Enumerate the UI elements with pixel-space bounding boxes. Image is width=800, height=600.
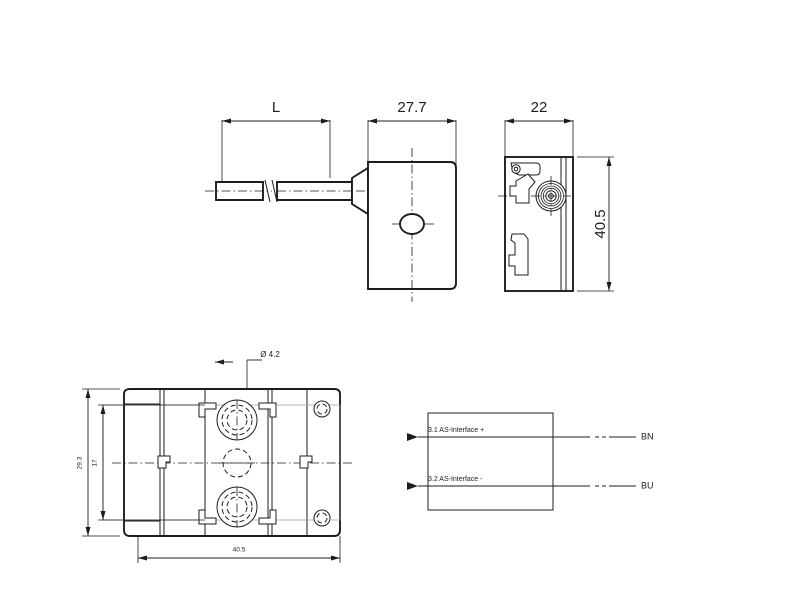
- dimension-label-27-7: 27.7: [397, 99, 426, 116]
- plan-latch-left: [157, 455, 171, 469]
- dimension-label-40-5: 40.5: [592, 209, 609, 238]
- dimension-plan-width: 40.5: [137, 536, 341, 563]
- wiring-connection-2: 3.2 AS-Interface - BU: [407, 476, 654, 490]
- plan-mounting-hole-top: [198, 399, 277, 441]
- dimension-17: 17: [92, 404, 205, 521]
- view-wiring-diagram: 3.1 AS-Interface + BN 3.2 AS-Interface -…: [407, 412, 654, 511]
- front-mounting-hole: [399, 213, 425, 235]
- dimension-22: 22: [504, 99, 574, 158]
- side-internal-upper-mechanism: [509, 162, 541, 204]
- wiring-module-box: [427, 412, 554, 511]
- plan-corner-boss-bottom-right: [313, 509, 331, 527]
- cable-right-segment: [276, 181, 360, 201]
- cable-left-segment: [205, 181, 272, 201]
- dimension-40-5: 40.5: [577, 156, 614, 292]
- view-cable-left: L: [205, 99, 375, 216]
- hole-callout-label: Ø 4.2: [260, 350, 280, 359]
- view-plan: Ø 4.2: [77, 350, 352, 563]
- wiring-color-label-2: BU: [641, 480, 654, 490]
- plan-latch-right: [299, 455, 313, 469]
- dimension-27-7: 27.7: [367, 99, 457, 165]
- wiring-terminal-label-2: 3.2 AS-Interface -: [428, 476, 483, 483]
- dimension-label-L: L: [272, 99, 280, 116]
- dimension-label-22: 22: [531, 99, 548, 116]
- wiring-connection-1: 3.1 AS-Interface + BN: [407, 427, 654, 441]
- dimension-label-plan-width: 40.5: [233, 547, 246, 554]
- view-side: 22 40.5: [498, 99, 614, 292]
- plan-corner-boss-top-right: [313, 400, 331, 418]
- side-threaded-boss: [531, 176, 571, 216]
- dimension-label-29-3: 29.3: [77, 456, 84, 469]
- dimension-29-3: 29.3: [77, 388, 120, 537]
- plan-mounting-hole-bottom: [198, 486, 277, 528]
- wiring-color-label-1: BN: [641, 431, 654, 441]
- side-internal-lower-clip: [508, 233, 529, 276]
- dimension-label-17: 17: [92, 459, 99, 467]
- dimension-L: L: [221, 99, 331, 190]
- view-front: 27.7: [367, 99, 457, 302]
- wiring-terminal-label-1: 3.1 AS-Interface +: [428, 427, 484, 434]
